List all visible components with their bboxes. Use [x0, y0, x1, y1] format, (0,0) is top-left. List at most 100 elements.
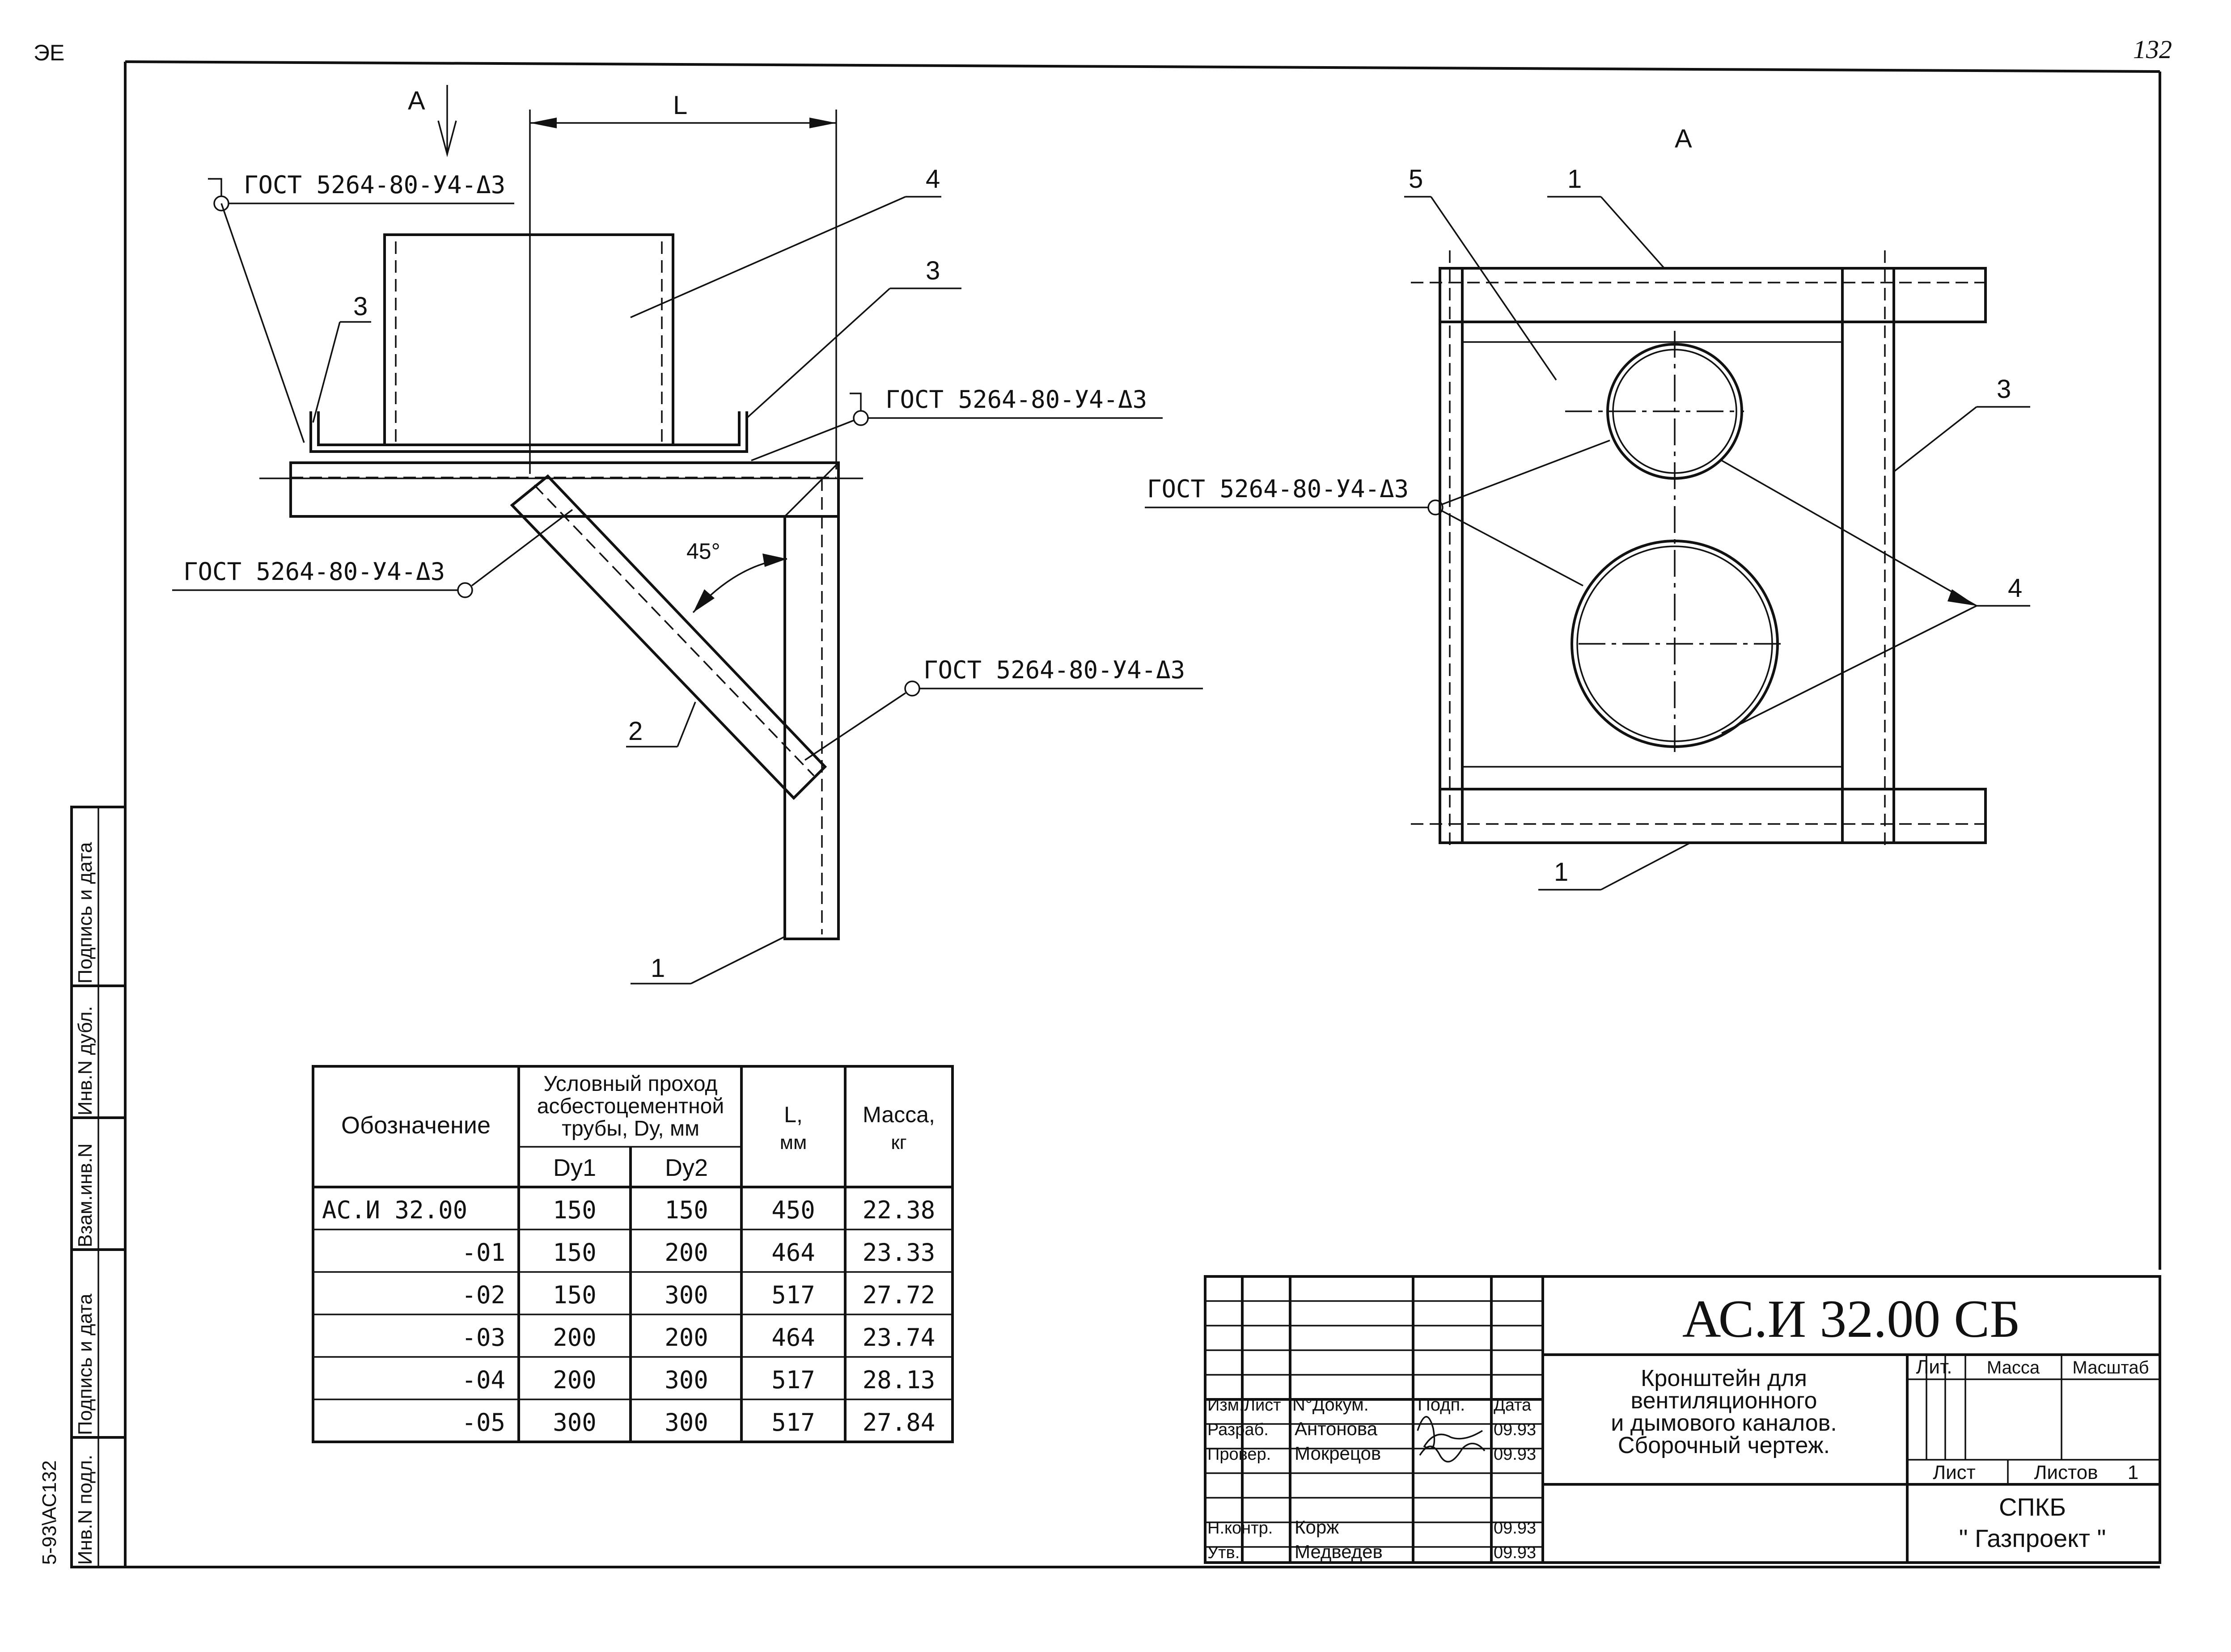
page-number: 132 [2133, 35, 2172, 64]
svg-text:кг: кг [891, 1132, 906, 1153]
weld-callout-top-right: ГОСТ 5264-80-У4-Δ3 [751, 385, 1163, 461]
pipe-part-4 [383, 233, 674, 446]
cell-des: АС.И 32.00 [322, 1196, 467, 1224]
org-line-2: " Газпроект " [1959, 1524, 2106, 1552]
title-block: АС.И 32.00 СБ Кронштейн для вентиляционн… [1204, 1275, 2161, 1564]
weld-callout-top-left: ГОСТ 5264-80-У4-Δ3 [208, 171, 514, 443]
cell-dy1: 200 [553, 1366, 597, 1394]
table-header-designation: Обозначение [341, 1112, 491, 1139]
pos-label-5: 5 [1409, 165, 1423, 194]
date-2: 09.93 [1494, 1445, 1536, 1464]
cell-m: 22.38 [863, 1196, 936, 1224]
cell-dy2: 200 [665, 1238, 708, 1267]
stamp-field-2: Инв.N дубл. [74, 1006, 96, 1115]
svg-text:ГОСТ 5264-80-У4-Δ3: ГОСТ 5264-80-У4-Δ3 [183, 558, 445, 586]
dim-arrow-left [530, 118, 557, 128]
table-header-passage-line1: Условный проход [543, 1072, 717, 1096]
title-line-3: и дымового каналов. [1611, 1410, 1837, 1436]
mass-label: Масса [1987, 1358, 2040, 1377]
bottom-beam-part-1 [1439, 788, 1987, 844]
sheets-count: 1 [2128, 1462, 2138, 1483]
svg-text:ГОСТ 5264-80-У4-Δ3: ГОСТ 5264-80-У4-Δ3 [923, 656, 1185, 684]
tray-plate-part-3 [309, 411, 748, 453]
name-1: Антонова [1295, 1418, 1378, 1439]
pos-label-3-view: 3 [1997, 375, 2011, 404]
org-line-1: СПКБ [1999, 1493, 2066, 1521]
stamp-field-3: Взам.инв.N [74, 1143, 96, 1247]
pos-label-1-bottom: 1 [1554, 858, 1568, 887]
cell-m: 28.13 [863, 1366, 936, 1394]
cell-dy2: 200 [665, 1323, 708, 1352]
vertical-beam-part-1 [783, 515, 840, 940]
date-3: 09.93 [1494, 1519, 1536, 1538]
cell-L: 517 [771, 1408, 815, 1437]
view-a: А 5 1 3 4 [1145, 124, 2030, 891]
date-4: 09.93 [1494, 1543, 1536, 1562]
side-stamp: Подпись и дата Инв.N дубл. Взам.инв.N По… [38, 806, 127, 1568]
stamp-field-5: Инв.N подл. [74, 1455, 96, 1565]
cell-des: -04 [461, 1366, 505, 1394]
cell-m: 27.84 [863, 1408, 936, 1437]
view-a-title: А [1675, 124, 1692, 153]
svg-text:Масса,: Масса, [863, 1102, 935, 1127]
diagonal-brace-part-2 [510, 474, 827, 800]
role-4: Утв. [1207, 1543, 1240, 1562]
signature-1 [1417, 1416, 1483, 1449]
header-date: Дата [1494, 1396, 1532, 1415]
svg-text:ГОСТ 5264-80-У4-Δ3: ГОСТ 5264-80-У4-Δ3 [244, 171, 505, 199]
pos-label-4-view: 4 [2008, 574, 2022, 603]
horizontal-beam-part-1 [289, 461, 840, 518]
pos-label-3-right: 3 [926, 256, 940, 285]
pos-label-3-left: 3 [353, 292, 368, 321]
stamp-field-4: Подпись и дата [74, 1293, 96, 1435]
angle-label: 45° [686, 539, 720, 564]
name-3: Корж [1295, 1517, 1339, 1538]
cell-des: -01 [461, 1238, 505, 1267]
weld-callout-left: ГОСТ 5264-80-У4-Δ3 [172, 509, 573, 598]
cell-des: -05 [461, 1408, 505, 1437]
dim-label-L: L [673, 91, 687, 120]
svg-text:трубы, Dу, мм: трубы, Dу, мм [562, 1117, 699, 1141]
angle-arc [692, 558, 787, 613]
title-line-4: Сборочный чертеж. [1618, 1432, 1830, 1458]
cell-m: 23.74 [863, 1323, 936, 1352]
cell-L: 517 [771, 1281, 815, 1309]
header-doc: N°Докум. [1292, 1395, 1369, 1415]
top-beam-part-1 [1439, 267, 1987, 323]
name-4: Медведев [1295, 1541, 1383, 1562]
header-izm: Изм. [1207, 1396, 1244, 1415]
sheet-label: Лист [1933, 1462, 1976, 1483]
pos-label-4: 4 [926, 165, 940, 194]
dim-arrow-right [809, 118, 836, 128]
document-code: АС.И 32.00 СБ [1682, 1289, 2020, 1348]
cell-des: -02 [461, 1281, 505, 1309]
title-line-2: вентиляционного [1631, 1388, 1817, 1414]
title-line-1: Кронштейн для [1641, 1365, 1807, 1391]
cell-L: 517 [771, 1366, 815, 1394]
cell-dy2: 300 [665, 1366, 708, 1394]
cell-dy2: 300 [665, 1281, 708, 1309]
signature-2 [1419, 1442, 1486, 1463]
header-list: Лист [1244, 1396, 1281, 1415]
archive-number: 5-93\АС132 [38, 1460, 60, 1565]
pos-label-1-top: 1 [1567, 165, 1582, 194]
role-3: Н.контр. [1207, 1519, 1273, 1538]
lit-label: Лит. [1916, 1356, 1952, 1378]
weld-callout-view-a: ГОСТ 5264-80-У4-Δ3 [1145, 439, 1610, 587]
sheets-label: Листов [2034, 1462, 2098, 1483]
cell-dy1: 200 [553, 1323, 597, 1352]
role-1: Разраб. [1207, 1420, 1269, 1439]
role-2: Провер. [1207, 1445, 1271, 1464]
cell-L: 450 [771, 1196, 815, 1224]
cell-dy2: 150 [665, 1196, 708, 1224]
view-marker-label: А [408, 86, 425, 115]
corner-mark: ЭЕ [34, 40, 64, 65]
table-row: -04 200 300 517 28.13 [461, 1366, 935, 1394]
weld-callout-right: ГОСТ 5264-80-У4-Δ3 [804, 656, 1203, 761]
stamp-field-1: Подпись и дата [74, 842, 96, 984]
cell-m: 27.72 [863, 1281, 936, 1309]
